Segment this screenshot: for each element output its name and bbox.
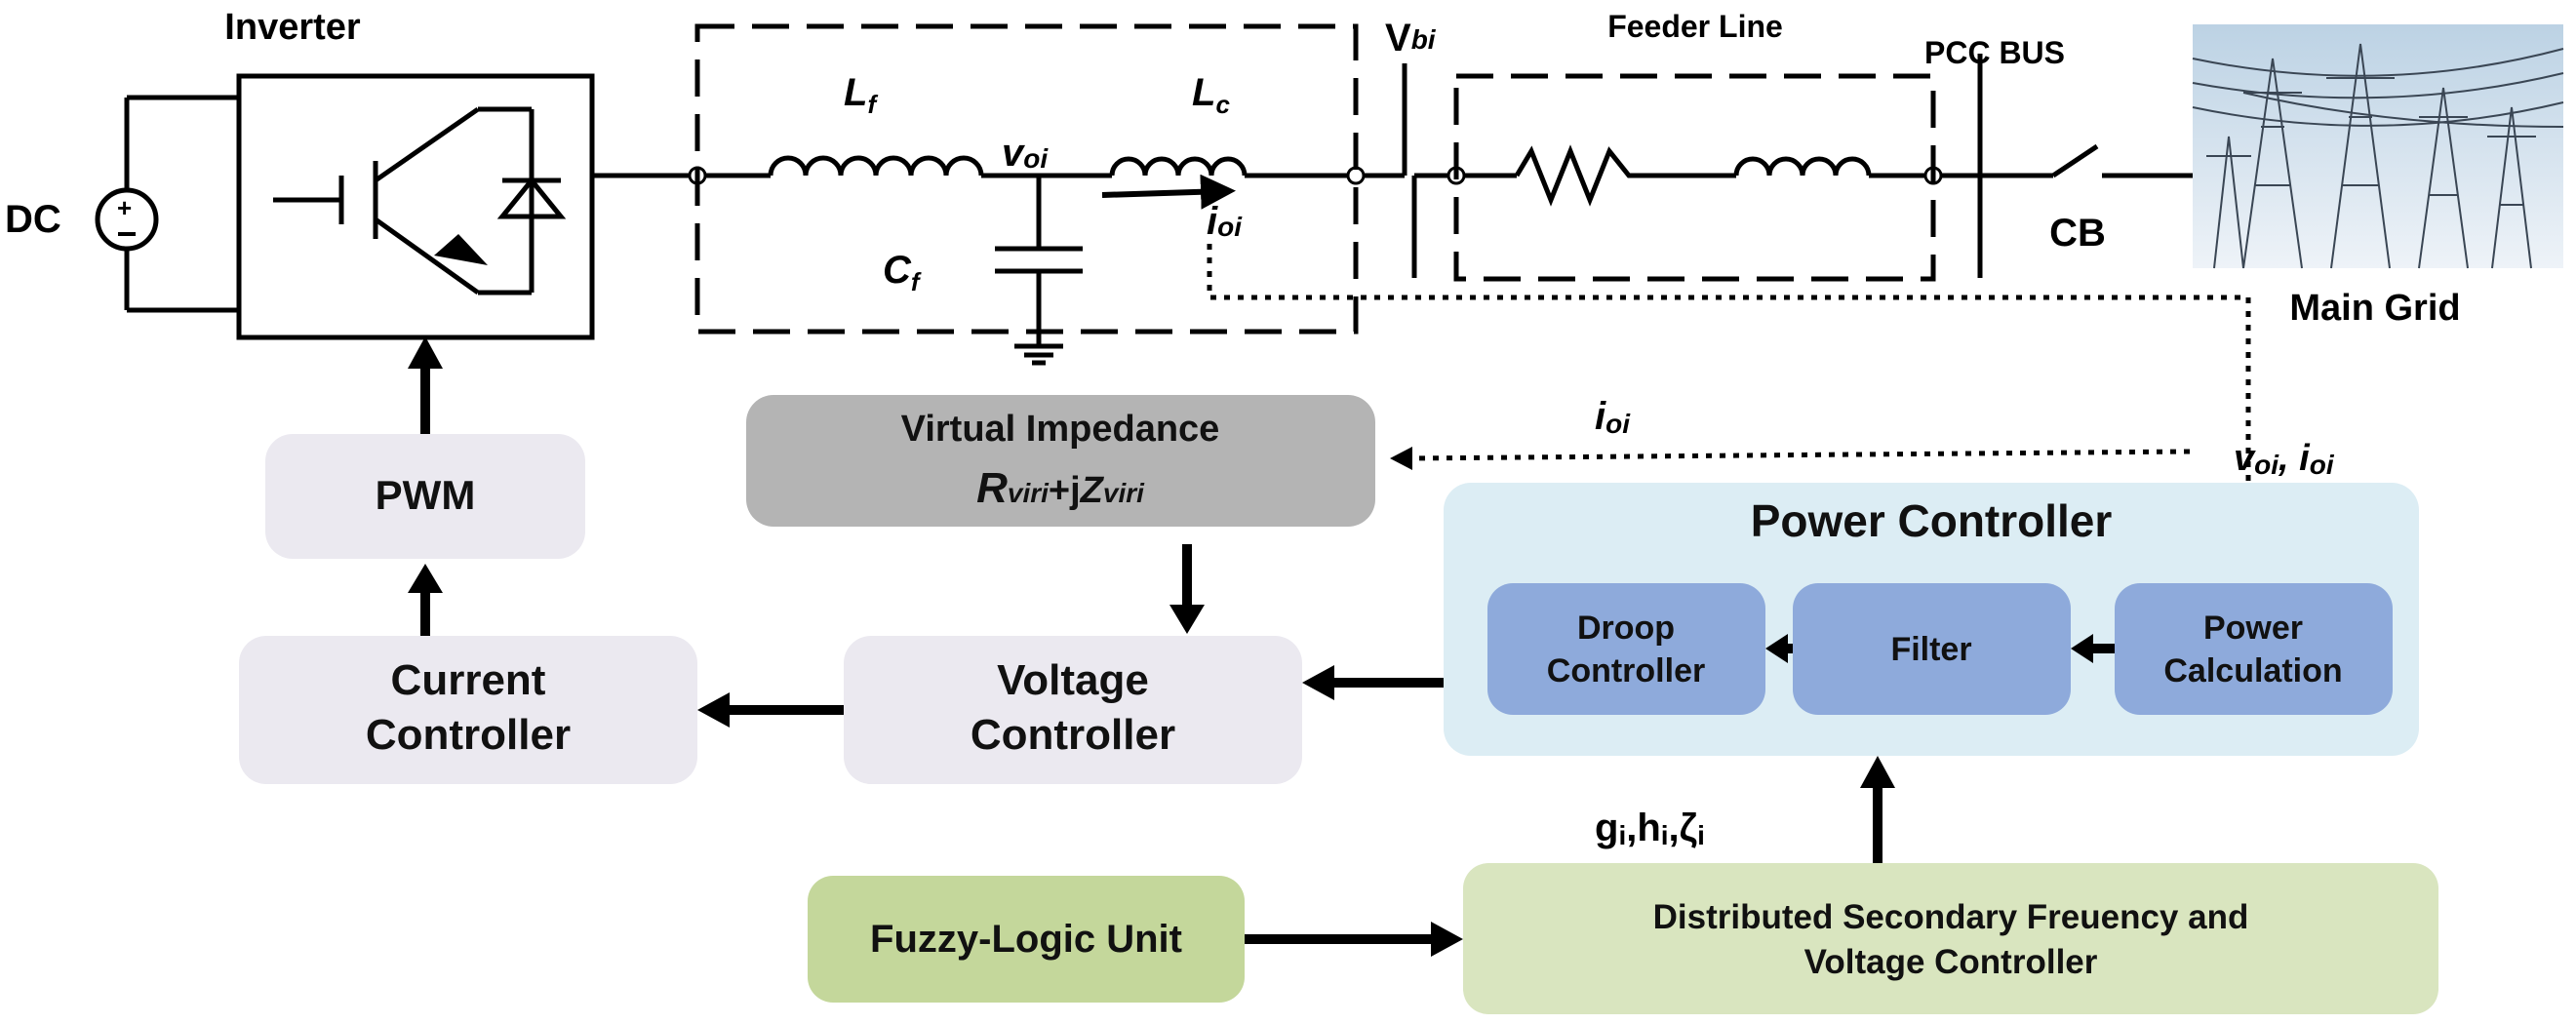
pcc-bus-label: PCC BUS (1924, 35, 2065, 70)
droop-controller-block (1487, 583, 1765, 715)
virtual-impedance-block (746, 395, 1375, 527)
dc-plus-sign: + (117, 193, 132, 222)
capacitor-cf (995, 176, 1083, 366)
voi-label: voi (1002, 132, 1049, 175)
power-controller-title: Power Controller (1751, 495, 2113, 546)
ioi-feedback-arrowhead (1390, 447, 1412, 470)
inverter-box (236, 73, 595, 340)
virtual-impedance-title: Virtual Impedance (901, 409, 1220, 450)
filter-label: Filter (1890, 631, 1971, 668)
power-calculation-block (2115, 583, 2393, 715)
vbi-label: Vbi (1385, 17, 1437, 59)
lc-filter-dashed-box (694, 23, 1359, 335)
virtual-impedance-formula: Rviri+jZviri (976, 464, 1145, 512)
dc-label: DC (5, 198, 61, 241)
pwm-label: PWM (376, 472, 476, 518)
dc-source (95, 95, 239, 313)
ioi-current-arrow (1101, 174, 1236, 210)
filter-block (1793, 583, 2071, 715)
lf-label: Lf (844, 71, 878, 119)
fuzzy-logic-block (808, 876, 1245, 1003)
signal-arrowheads (408, 336, 2093, 957)
feedback-dotted-lines (1207, 244, 2251, 571)
signal-arrows (420, 366, 2115, 944)
cf-label: Cf (883, 249, 922, 296)
feeder-line-dashed-box (1453, 73, 1936, 282)
fuzzy-logic-label: Fuzzy-Logic Unit (870, 918, 1182, 961)
ioi-label: ioi (1207, 200, 1243, 243)
lc-label: Lc (1192, 71, 1230, 119)
voi-ioi-label: voi, ioi (2234, 438, 2335, 480)
inverter-title: Inverter (224, 7, 361, 48)
igbt-symbol (273, 106, 535, 295)
main-grid-label: Main Grid (2289, 288, 2460, 329)
pwm-block (265, 434, 585, 559)
power-line (592, 54, 2193, 278)
igbt-emitter-arrow (434, 234, 488, 265)
current-controller-block (239, 636, 697, 784)
voltage-controller-block (844, 636, 1302, 784)
feeder-line-label: Feeder Line (1607, 9, 1783, 44)
secondary-controller-block (1463, 863, 2438, 1014)
cb-label: CB (2049, 212, 2106, 255)
gains-label: gi,hi,ζi (1595, 807, 1705, 850)
main-grid-image (2192, 24, 2564, 269)
diode-symbol (496, 177, 567, 219)
ioi-feedback-label: ioi (1595, 395, 1631, 439)
